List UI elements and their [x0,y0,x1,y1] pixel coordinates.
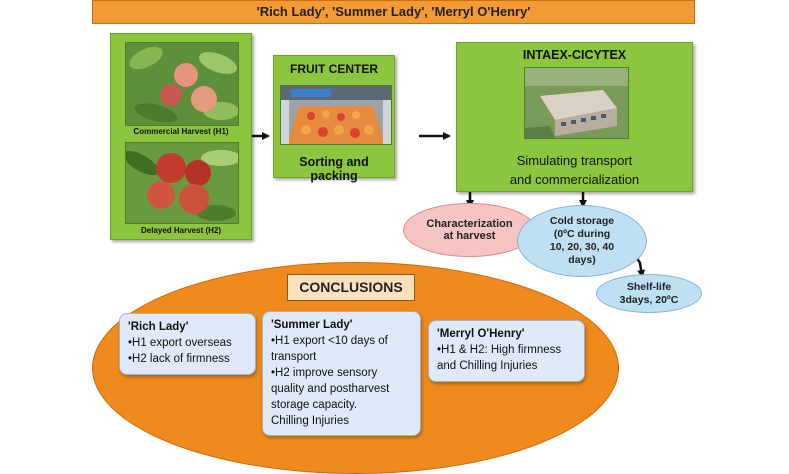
characterization-line2: at harvest [443,230,496,242]
summer-lady-line: storage capacity. [271,399,358,411]
intaex-title: INTAEX-CICYTEX [522,48,627,62]
title-banner: 'Rich Lady', 'Summer Lady', 'Merryl O'He… [92,0,695,24]
shelf-life-line2: 3days, 20ºC [619,293,679,306]
rich-lady-box: 'Rich Lady' •H1 export overseas •H2 lack… [119,313,256,375]
conclusions-title-box: CONCLUSIONS [287,274,415,301]
peach-branch-image [126,143,238,223]
summer-lady-line: Chilling Injuries [271,415,349,427]
intaex-caption-line1: Simulating transport [516,153,633,168]
merryl-box: 'Merryl O'Henry' •H1 & H2: High firmness… [428,320,585,382]
summer-lady-line: quality and postharvest [271,383,390,395]
summer-lady-title: 'Summer Lady' [271,319,353,331]
packing-line-image [281,86,391,144]
delayed-harvest-label: Delayed Harvest (H2) [140,226,222,235]
merryl-line: and Chilling Injuries [437,360,538,372]
commercial-harvest-label: Commercial Harvest (H1) [133,127,229,136]
characterization-line1: Characterization [426,218,513,230]
rich-lady-title: 'Rich Lady' [128,321,189,333]
shelf-life-line1: Shelf-life [626,280,672,293]
fruit-center-title: FRUIT CENTER [290,62,378,76]
cold-storage-ellipse: Cold storage (0ºC during 10, 20, 30, 40 … [517,205,647,277]
fruit-center-caption: Sorting and packing [299,155,369,183]
peach-tree-image [126,43,238,125]
characterization-ellipse: Characterization at harvest [403,203,536,257]
delayed-harvest-photo [125,142,239,224]
rich-lady-line: •H2 lack of firmness [128,353,230,365]
merryl-title: 'Merryl O'Henry' [437,328,525,340]
cold-storage-line4: days) [568,254,596,266]
rich-lady-line: •H1 export overseas [128,337,232,349]
intaex-caption-line2: and commercialization [509,172,640,187]
summer-lady-box: 'Summer Lady' •H1 export <10 days of tra… [262,311,421,436]
commercial-harvest-photo [125,42,239,126]
summer-lady-line: •H2 improve sensory [271,367,378,379]
building-image [525,68,628,138]
fruit-center-box: FRUIT CENTER Sorting and packing [273,55,395,183]
summer-lady-line: transport [271,351,317,363]
intaex-box: INTAEX-CICYTEX Simulating transport and … [456,42,693,192]
cold-storage-line2: (0ºC during [553,228,611,240]
harvest-panel: Commercial Harvest (H1) Delayed Harvest … [110,33,252,240]
sorting-line-photo [280,85,392,145]
cold-storage-line1: Cold storage [549,215,615,227]
cold-storage-line3: 10, 20, 30, 40 [549,241,615,253]
merryl-line: •H1 & H2: High firmness [437,344,562,356]
shelf-life-ellipse: Shelf-life 3days, 20ºC [596,274,702,313]
intaex-building-photo [524,67,629,139]
summer-lady-line: •H1 export <10 days of [271,335,388,347]
